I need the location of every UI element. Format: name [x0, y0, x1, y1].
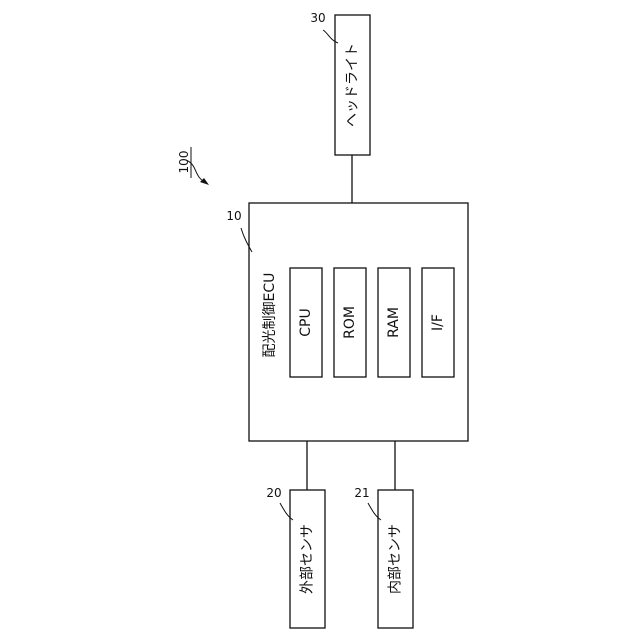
- rom-label: ROM: [342, 306, 358, 339]
- internal-sensor-ref: 21: [354, 486, 369, 500]
- internal-sensor-block: 内部センサ 21: [354, 486, 413, 628]
- external-sensor-ref: 20: [266, 486, 281, 500]
- headlight-label: ヘッドライト: [345, 43, 361, 127]
- ecu-component-if: I/F: [422, 268, 454, 377]
- external-sensor-label: 外部センサ: [300, 524, 316, 594]
- if-label: I/F: [430, 314, 446, 331]
- ecu-block: 配光制御ECU 10 CPU ROM RAM I/F: [226, 203, 468, 441]
- headlight-ref: 30: [310, 11, 325, 25]
- external-sensor-block: 外部センサ 20: [266, 486, 325, 628]
- ecu-component-cpu: CPU: [290, 268, 322, 377]
- ecu-component-ram: RAM: [378, 268, 410, 377]
- ram-label: RAM: [386, 307, 402, 338]
- headlight-block: ヘッドライト 30: [310, 11, 370, 155]
- system-ref-100: 100: [177, 147, 209, 185]
- ecu-component-rom: ROM: [334, 268, 366, 377]
- ecu-ref: 10: [226, 209, 241, 223]
- cpu-label: CPU: [298, 308, 314, 336]
- ecu-label: 配光制御ECU: [262, 273, 278, 358]
- internal-sensor-label: 内部センサ: [388, 524, 404, 594]
